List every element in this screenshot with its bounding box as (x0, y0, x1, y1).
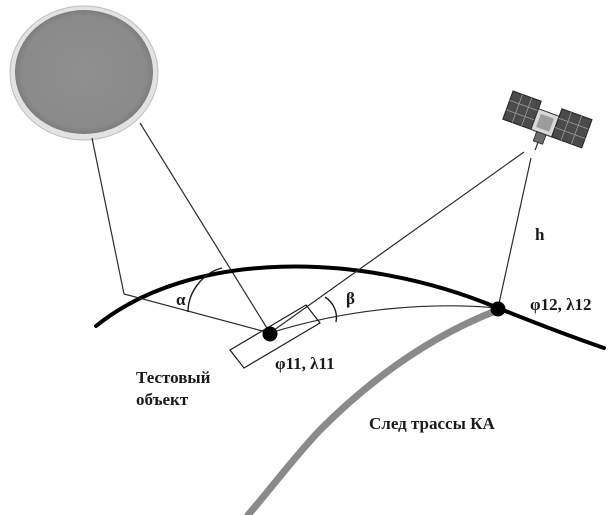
beta-label: β (346, 289, 355, 308)
ground-track-label: След трассы КА (369, 414, 495, 433)
sun-ray-right (139, 122, 271, 334)
height-label: h (535, 225, 545, 244)
alpha-label: α (176, 290, 186, 309)
test-object-label-line2: объект (136, 390, 189, 409)
test-object-footprint (229, 304, 321, 369)
earth-surface-curve (94, 264, 606, 350)
point1-coords-label: φ11, λ11 (275, 354, 335, 373)
point2-coords-label: φ12, λ12 (530, 295, 591, 314)
satellite-nadir-line (497, 157, 532, 309)
surface-line-2 (269, 305, 499, 334)
sun-icon (9, 5, 159, 141)
satellite-icon (502, 90, 593, 151)
surface-line-1 (123, 293, 271, 334)
alpha-arc (187, 267, 223, 313)
ground-track-line (244, 306, 502, 515)
test-object-point (262, 326, 278, 342)
subsatellite-point (490, 301, 506, 317)
test-object-label-line1: Тестовый (136, 368, 211, 387)
beta-arc (324, 296, 338, 323)
satellite-view-line (269, 151, 525, 334)
sun-ray-left (91, 137, 125, 295)
